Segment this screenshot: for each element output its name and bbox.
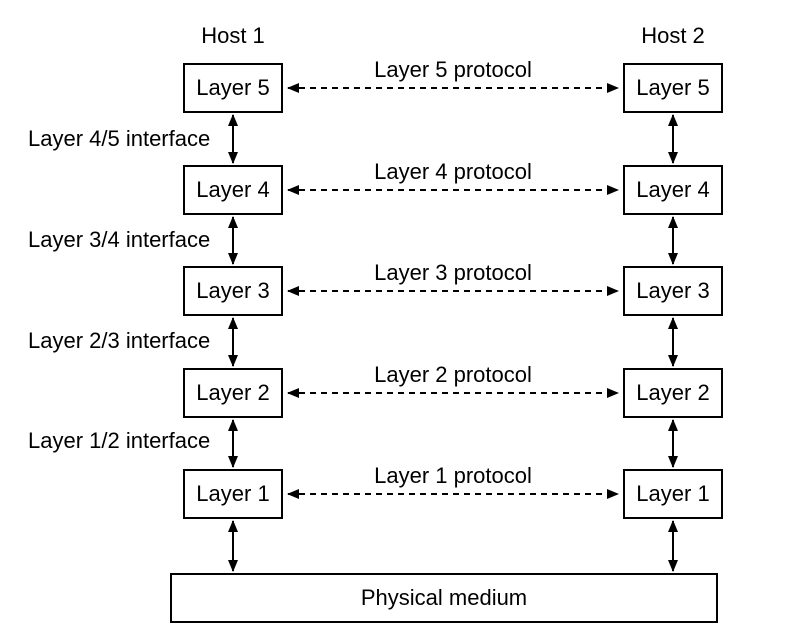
host2-layer3-label: Layer 3 <box>636 278 710 303</box>
layer2-protocol-label: Layer 2 protocol <box>374 362 532 387</box>
layer5-protocol-label: Layer 5 protocol <box>374 57 532 82</box>
host1-layer2-label: Layer 2 <box>196 380 270 405</box>
layer4-protocol-label: Layer 4 protocol <box>374 159 532 184</box>
host1-layer5-box: Layer 5 <box>183 63 283 113</box>
physical-medium-box: Physical medium <box>170 573 718 623</box>
host2-layer2-box: Layer 2 <box>623 368 723 418</box>
host2-layer1-label: Layer 1 <box>636 481 710 506</box>
interface-2-3-label: Layer 2/3 interface <box>28 328 211 353</box>
host1-layer5-label: Layer 5 <box>196 75 270 100</box>
host1-layer2-box: Layer 2 <box>183 368 283 418</box>
interface-4-5-label: Layer 4/5 interface <box>28 126 211 151</box>
host2-layer1-box: Layer 1 <box>623 469 723 519</box>
layer1-protocol-label: Layer 1 protocol <box>374 463 532 488</box>
host2-layer4-label: Layer 4 <box>636 177 710 202</box>
host1-layer4-label: Layer 4 <box>196 177 270 202</box>
physical-medium-label: Physical medium <box>360 585 528 610</box>
host2-layer5-label: Layer 5 <box>636 75 710 100</box>
interface-3-4-label: Layer 3/4 interface <box>28 227 211 252</box>
host1-layer1-box: Layer 1 <box>183 469 283 519</box>
host1-layer4-box: Layer 4 <box>183 165 283 215</box>
host1-layer1-label: Layer 1 <box>196 481 270 506</box>
interface-1-2-label: Layer 1/2 interface <box>28 428 211 453</box>
host1-layer3-box: Layer 3 <box>183 266 283 316</box>
layer3-protocol-label: Layer 3 protocol <box>374 260 532 285</box>
host1-title: Host 1 <box>201 23 265 48</box>
host2-layer5-box: Layer 5 <box>623 63 723 113</box>
host2-layer4-box: Layer 4 <box>623 165 723 215</box>
host1-layer3-label: Layer 3 <box>196 278 270 303</box>
host2-layer2-label: Layer 2 <box>636 380 710 405</box>
host2-layer3-box: Layer 3 <box>623 266 723 316</box>
host2-title: Host 2 <box>641 23 705 48</box>
